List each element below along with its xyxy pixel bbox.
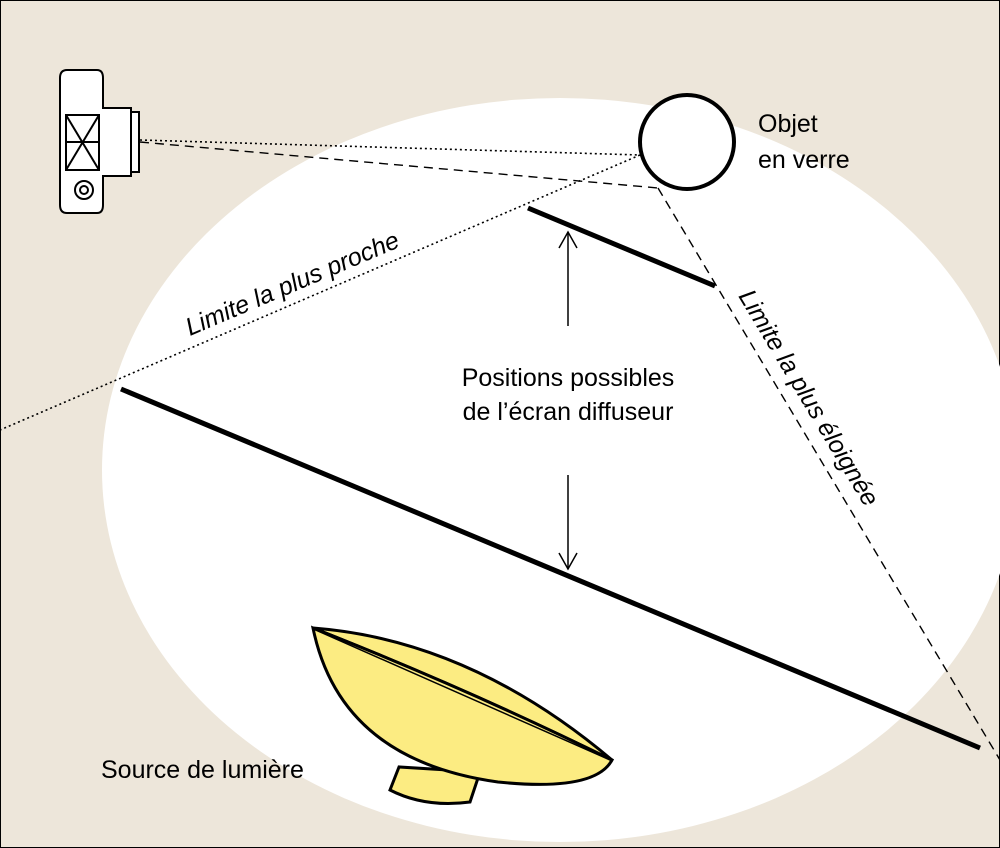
diffuser-screen-far: [120, 386, 981, 751]
object-label-line1: Objet: [758, 110, 818, 138]
diffuser-screen-near: [527, 205, 716, 289]
positions-label-line2: de l’écran diffuseur: [463, 398, 674, 426]
arrow-up: [558, 230, 578, 326]
light-source-label: Source de lumière: [101, 756, 304, 784]
glass-object-circle: [638, 93, 736, 191]
object-label-line2: en verre: [758, 146, 850, 174]
camera-sightline-bottom: [139, 141, 659, 189]
camera-icon: [59, 69, 140, 214]
camera-sightline-top: [139, 139, 641, 156]
arrow-down: [558, 475, 578, 571]
light-reflector-icon: [310, 625, 615, 805]
nearest-limit-line: [0, 154, 641, 431]
positions-label-line1: Positions possibles: [462, 364, 675, 392]
